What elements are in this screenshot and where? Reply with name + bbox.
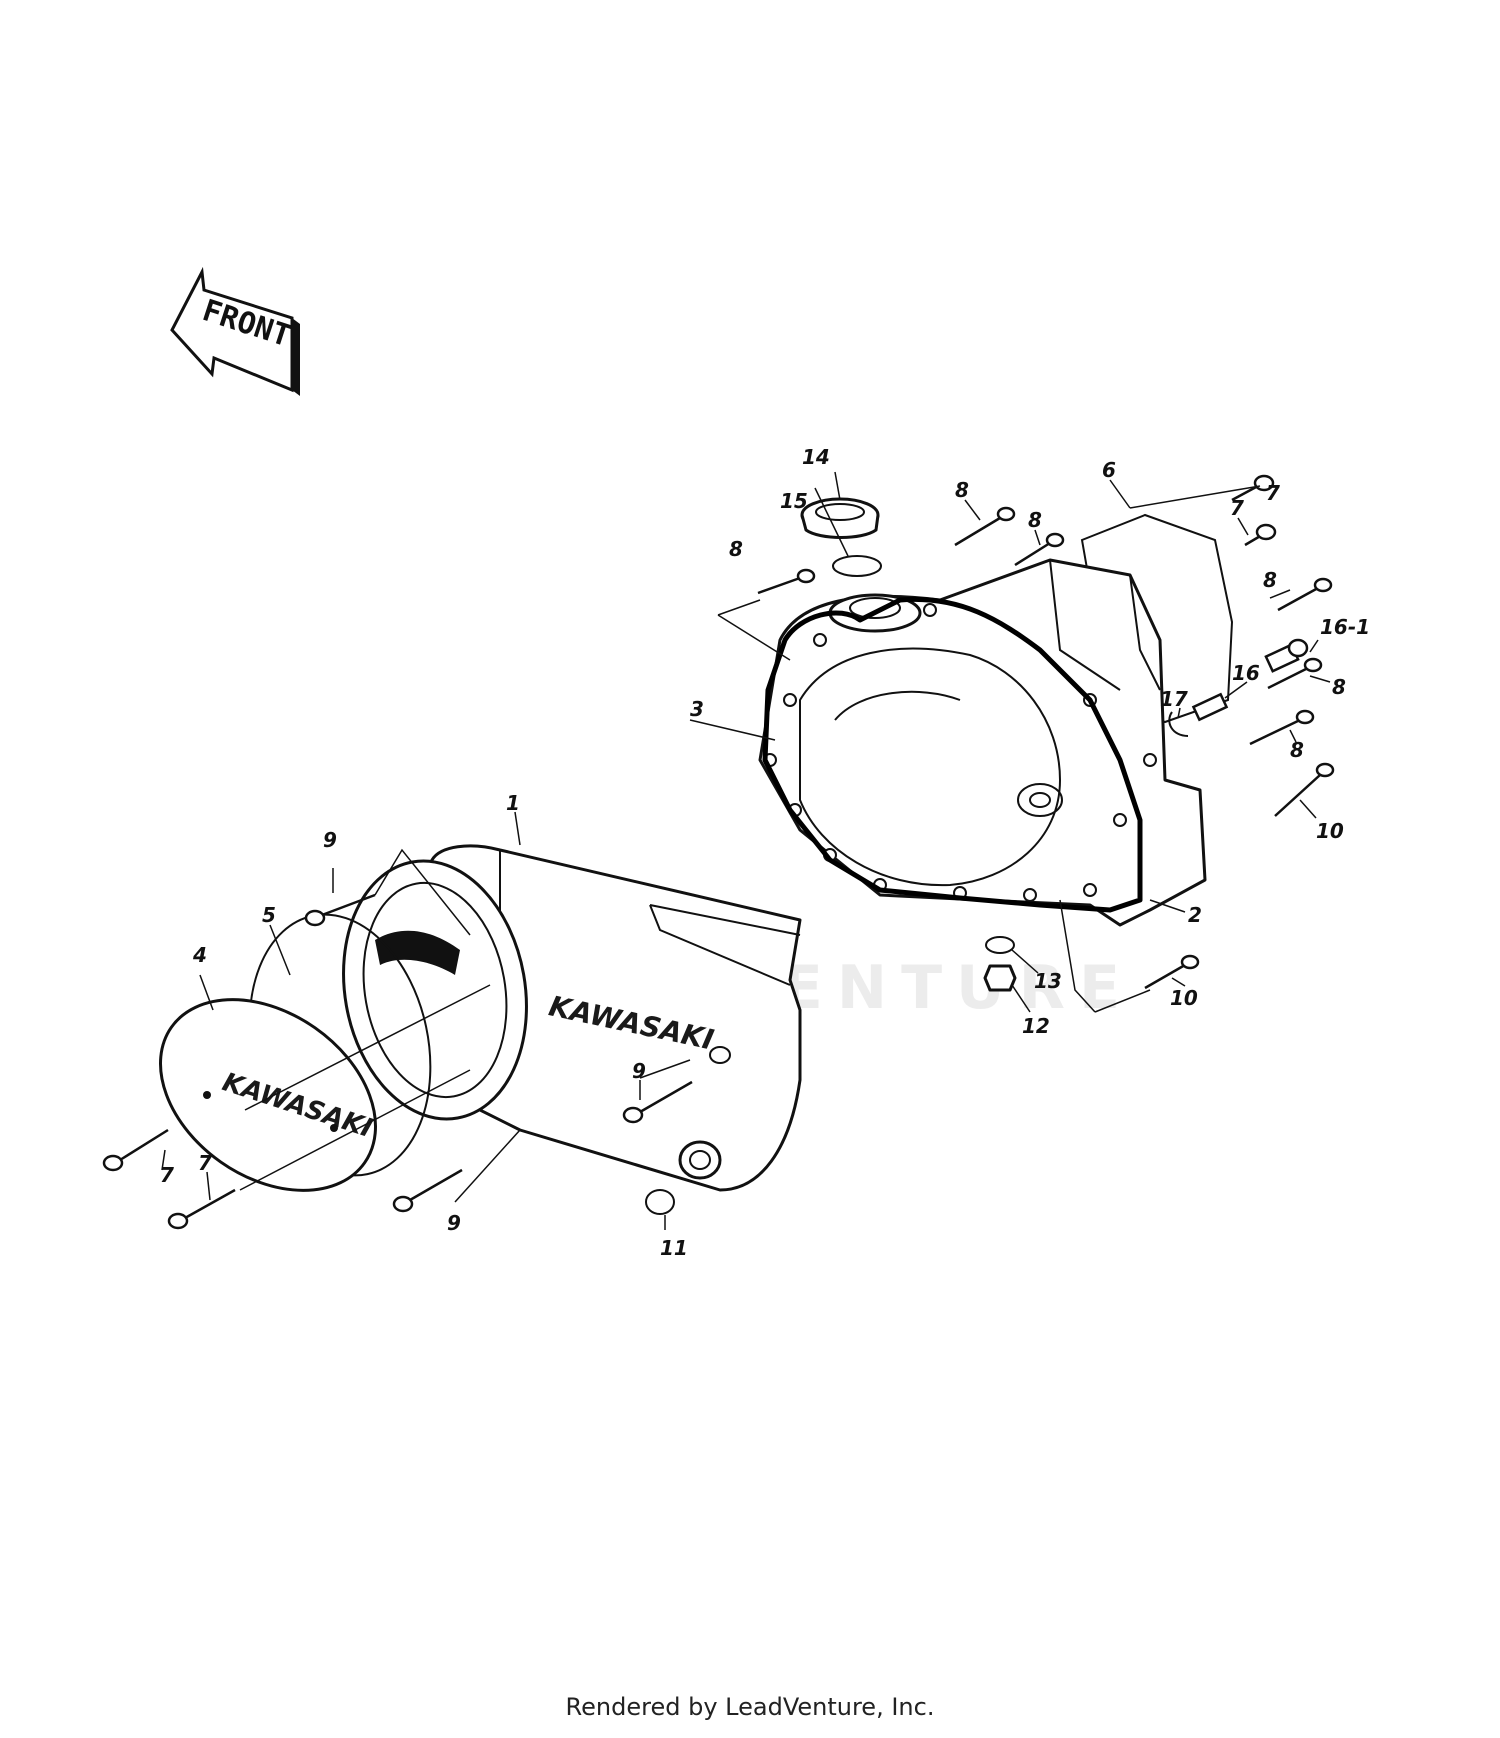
bolt-part-16 — [1191, 692, 1229, 722]
callouts: 1 2 3 4 5 6 7 7 7 7 8 8 8 8 8 8 9 9 9 10… — [160, 445, 1370, 1260]
leader-lines-right — [689, 471, 1331, 1013]
callout-16: 16 — [1232, 661, 1260, 685]
callout-14: 14 — [802, 445, 830, 469]
bolt-part-9-a — [304, 893, 376, 927]
callout-7-d: 7 — [198, 1151, 212, 1175]
callout-6: 6 — [1102, 458, 1116, 482]
callout-8-b: 8 — [955, 478, 969, 502]
callout-9-b: 9 — [632, 1059, 646, 1083]
cap-part-4: KAWASAKI — [159, 998, 377, 1192]
o-ring-part-11 — [645, 1189, 675, 1215]
bolt-part-7-d — [167, 1188, 236, 1230]
gasket-part-3 — [762, 596, 1143, 913]
bolt-part-7-c — [102, 1128, 169, 1172]
bolt-part-10-b — [1144, 954, 1200, 990]
callout-1: 1 — [506, 791, 520, 815]
bolt-part-8-c — [1014, 532, 1065, 567]
bolt-part-8-a — [757, 568, 816, 595]
bolt-part-8-e — [1267, 657, 1323, 690]
bolt-part-8-f — [1249, 709, 1315, 746]
bolt-part-9-b — [622, 1080, 693, 1124]
crankcase-cover-part-2 — [758, 558, 1207, 927]
bolt-part-8-b — [954, 506, 1016, 547]
bolt-part-8-d — [1277, 577, 1333, 612]
callout-15: 15 — [780, 489, 808, 513]
bolt-part-16-1 — [1264, 638, 1309, 673]
bolt-part-7-b — [1244, 523, 1277, 547]
washer-part-13 — [985, 936, 1015, 954]
bolt-part-10-a — [1274, 762, 1335, 817]
callout-8-c: 8 — [1028, 508, 1042, 532]
callout-9-a: 9 — [323, 828, 337, 852]
cap-part-14 — [800, 497, 880, 539]
bolt-part-9-c — [392, 1168, 463, 1213]
callout-5: 5 — [262, 903, 276, 927]
leader-lines-left — [161, 811, 691, 1230]
callout-16-1: 16-1 — [1320, 615, 1370, 639]
callout-7-b: 7 — [1230, 496, 1244, 520]
callout-13: 13 — [1034, 969, 1062, 993]
callout-11: 11 — [660, 1236, 688, 1260]
callout-7-c: 7 — [160, 1163, 174, 1187]
callout-9-c: 9 — [447, 1211, 461, 1235]
callout-17: 17 — [1160, 687, 1188, 711]
callout-3: 3 — [690, 697, 704, 721]
callout-2: 2 — [1188, 903, 1202, 927]
callout-8-d: 8 — [1263, 568, 1277, 592]
cover-part-1: KAWASAKI — [342, 844, 802, 1192]
callout-4: 4 — [192, 943, 207, 967]
callout-10-b: 10 — [1170, 986, 1198, 1010]
callout-8-f: 8 — [1290, 738, 1304, 762]
o-ring-part-15 — [832, 555, 882, 577]
footer-credit: Rendered by LeadVenture, Inc. — [565, 1693, 935, 1721]
callout-7-a: 7 — [1266, 481, 1280, 505]
drain-plug-part-12 — [983, 964, 1017, 992]
washer-part-17 — [1168, 711, 1189, 737]
callout-8-a: 8 — [729, 537, 743, 561]
callout-12: 12 — [1022, 1014, 1050, 1038]
callout-10-a: 10 — [1316, 819, 1344, 843]
callout-8-e: 8 — [1332, 675, 1346, 699]
front-arrow-icon: FRONT — [170, 266, 300, 396]
